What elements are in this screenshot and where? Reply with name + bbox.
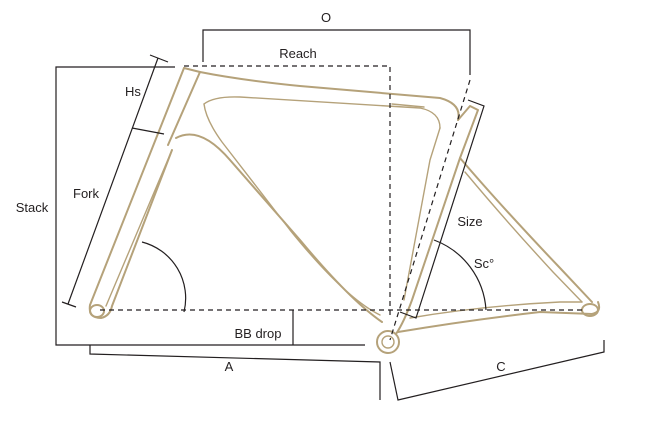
- bottom-bracket-inner: [381, 335, 395, 349]
- reach-label: Reach: [279, 46, 317, 61]
- hs-tick: [131, 127, 165, 135]
- labels: O Reach Hs Stack Fork Size Sc° BB drop A…: [16, 10, 506, 374]
- seat-tube-inner: [403, 127, 441, 301]
- stack-bracket: [55, 66, 365, 346]
- head-angle-arc: [141, 241, 187, 313]
- top-tube: [199, 71, 460, 121]
- chain-stay-inner: [409, 301, 583, 319]
- size-line: [389, 79, 471, 341]
- bottom-bracket: [376, 330, 400, 354]
- top-tube-inner: [203, 96, 441, 129]
- dimension-lines: [55, 29, 605, 401]
- stack-label: Stack: [16, 200, 49, 215]
- seat-stay-inner: [464, 171, 583, 303]
- fork-tick-top: [149, 54, 169, 63]
- fork-tick-bottom: [61, 301, 77, 308]
- fork-dimension: [67, 57, 159, 305]
- size-bracket: [399, 99, 485, 319]
- down-tube: [175, 133, 383, 323]
- seat-angle-label: Sc°: [474, 256, 494, 271]
- top-tube-accent: [391, 103, 425, 108]
- fork-inner: [105, 149, 173, 307]
- seat-stay: [459, 157, 593, 303]
- fork-outline: [88, 67, 185, 319]
- down-tube-inner: [203, 103, 381, 316]
- hs-label: Hs: [125, 84, 141, 99]
- c-label: C: [496, 359, 505, 374]
- head-tube: [167, 67, 201, 146]
- reach-line: [184, 65, 391, 315]
- size-label: Size: [457, 214, 482, 229]
- o-bracket: [202, 29, 471, 75]
- front-dropout: [89, 304, 105, 318]
- o-label: O: [321, 10, 331, 25]
- c-bracket: [389, 340, 605, 401]
- seat-angle-arc: [433, 239, 487, 311]
- a-label: A: [225, 359, 234, 374]
- bb-drop-label: BB drop: [235, 326, 282, 341]
- bike-frame: [88, 67, 601, 354]
- a-bracket: [89, 345, 381, 400]
- chain-stay: [397, 301, 601, 333]
- fork-label: Fork: [73, 186, 100, 201]
